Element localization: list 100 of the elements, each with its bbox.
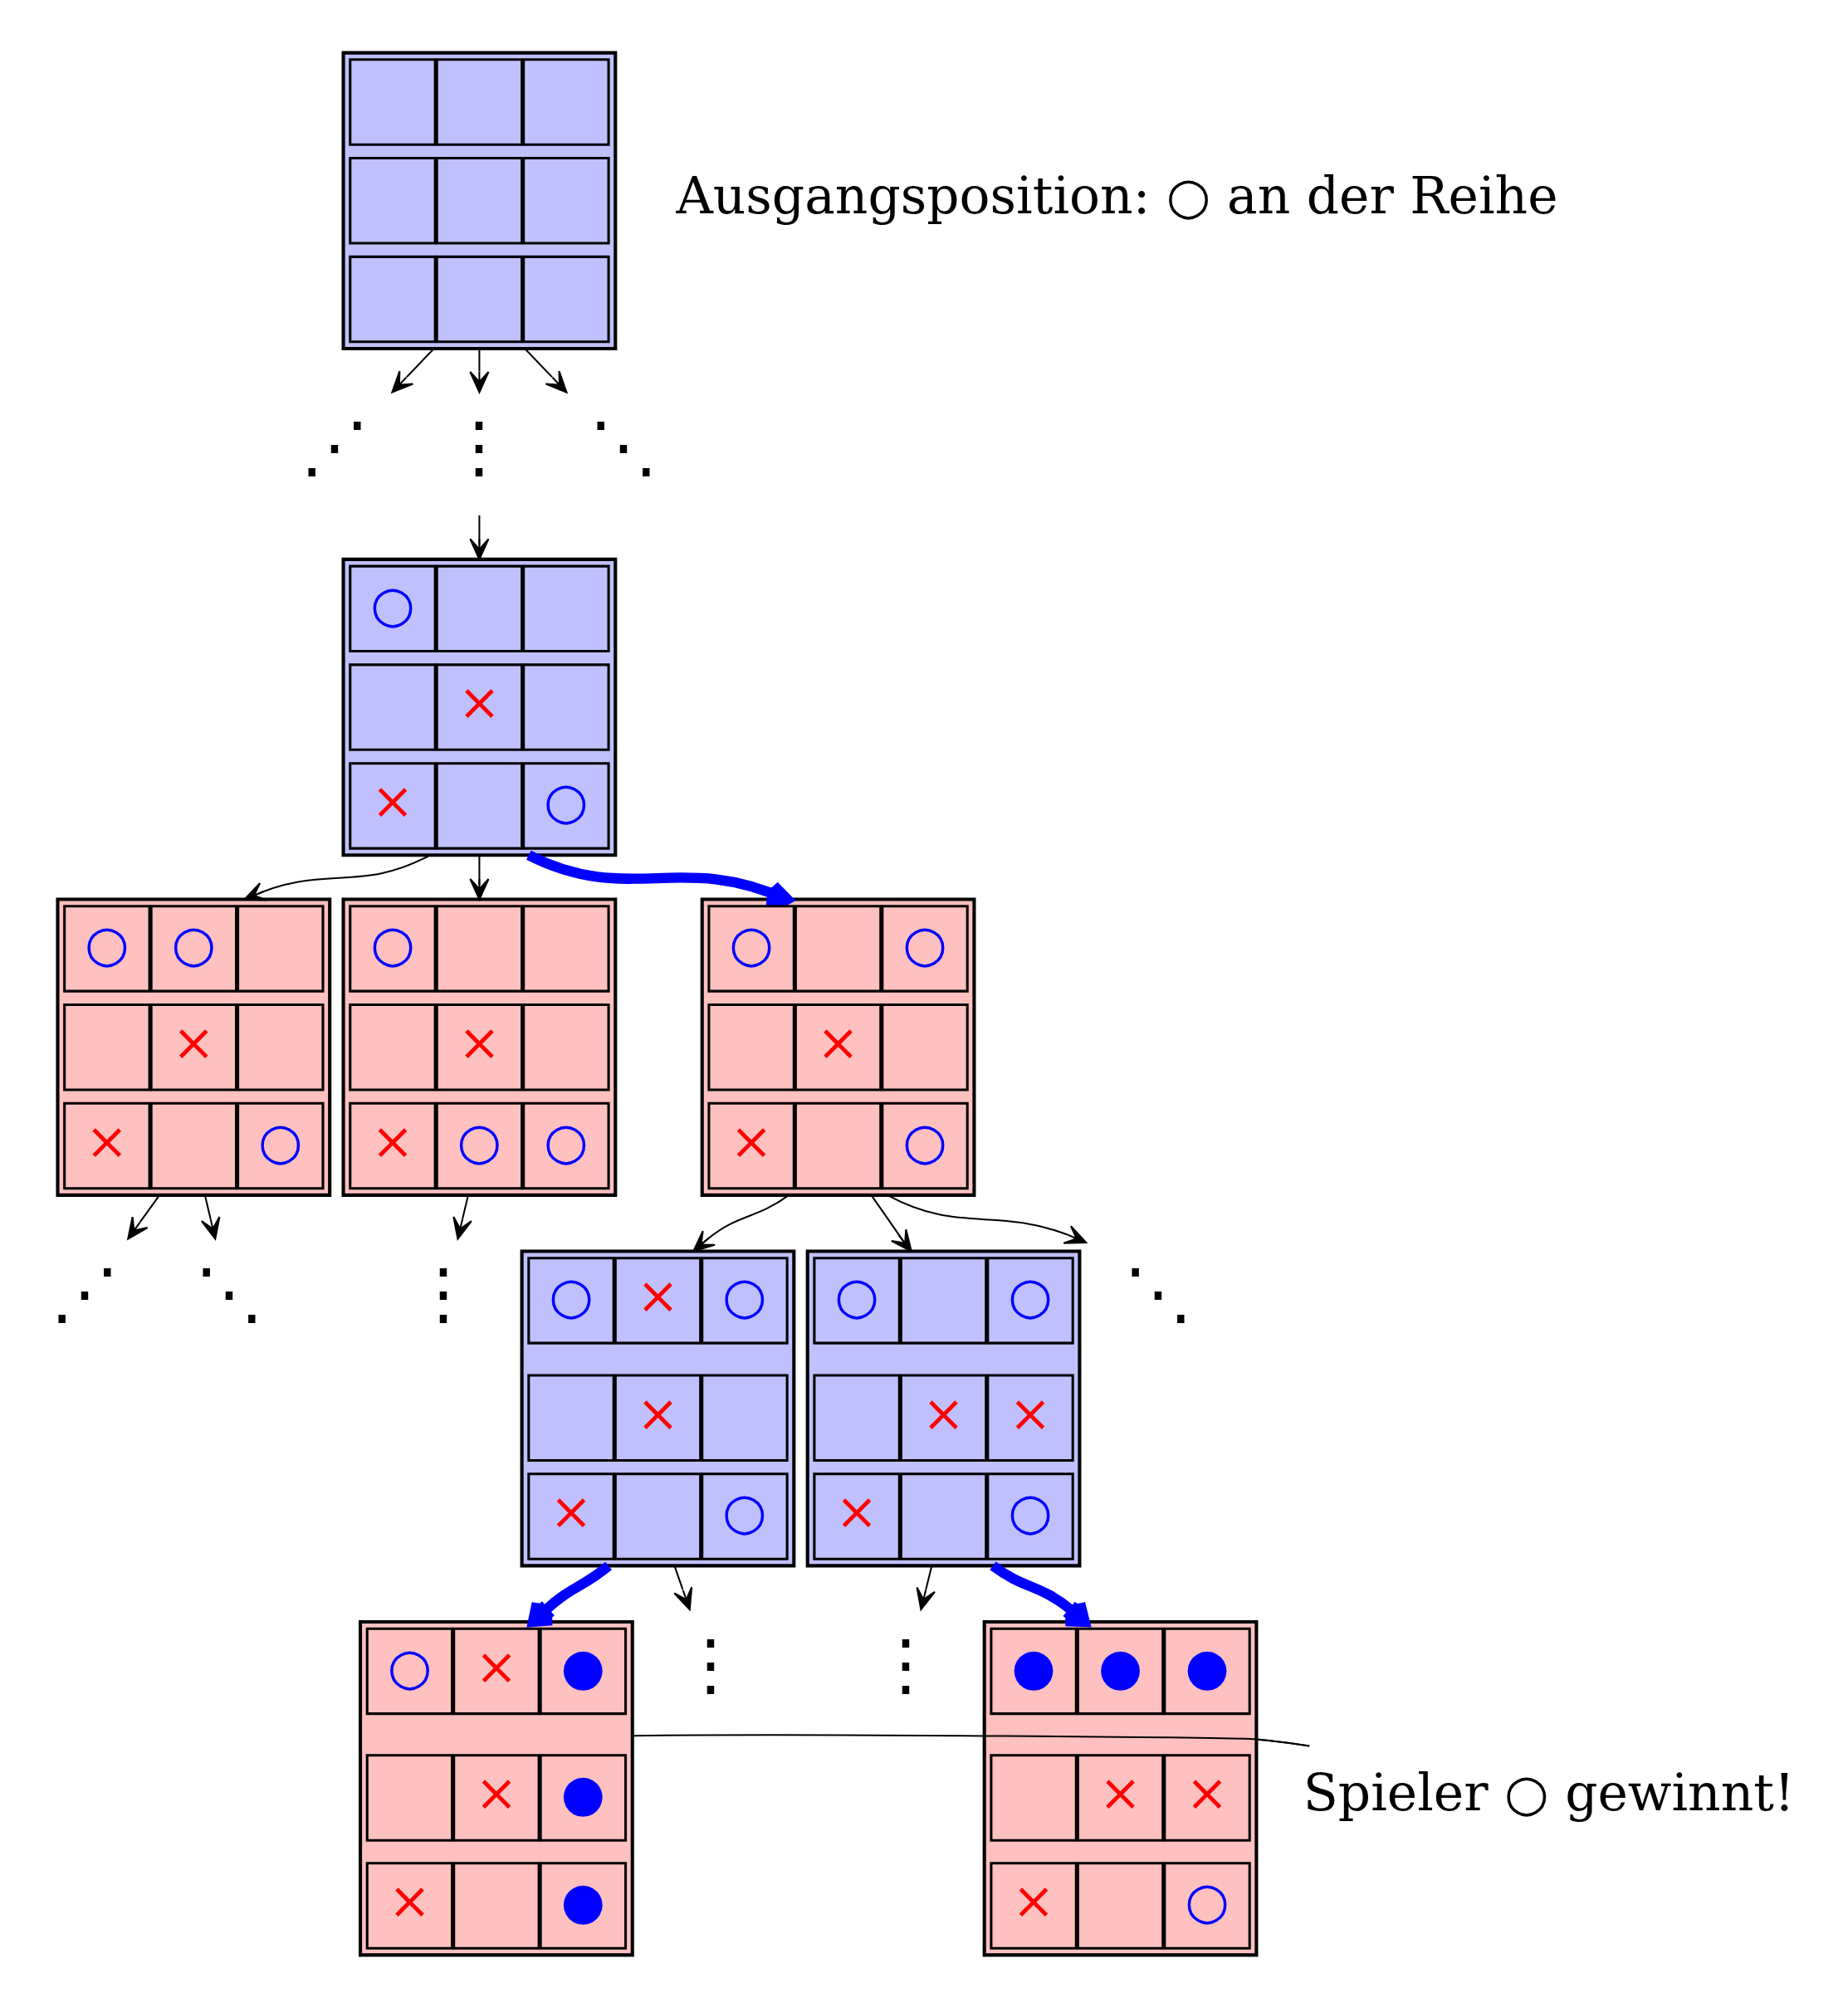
- node-box: ○: [986, 1472, 1074, 1560]
- node-box: ○: [522, 1101, 610, 1189]
- node-text: ⋱: [589, 407, 658, 486]
- node-box: [63, 1003, 151, 1091]
- node-box: ○: [986, 1256, 1074, 1345]
- node-box: ×: [435, 1003, 524, 1091]
- node-box: ●: [990, 1627, 1078, 1715]
- node-box: ×: [813, 1472, 901, 1560]
- connector: [632, 1733, 1310, 1746]
- arrow: [527, 1561, 612, 1627]
- node-box: [522, 255, 610, 343]
- cluster: [805, 1248, 1082, 1567]
- node-box: [881, 1003, 969, 1091]
- cluster: [341, 557, 618, 857]
- node-box: [435, 255, 524, 343]
- node-box: [149, 1101, 238, 1189]
- node-box: ×: [365, 1861, 454, 1950]
- node-box: [435, 564, 524, 652]
- cluster: [359, 1619, 634, 1956]
- node-box: [522, 1003, 610, 1091]
- node-box: ○: [349, 904, 437, 993]
- arrow: [990, 1560, 1090, 1627]
- node-box: ×: [986, 1373, 1074, 1462]
- node-box: [522, 156, 610, 244]
- arrow: [916, 1565, 936, 1610]
- node-box: ×: [63, 1101, 151, 1189]
- node-box: [707, 1003, 795, 1091]
- node-box: [899, 1472, 988, 1560]
- node-text: ⋮: [445, 407, 514, 486]
- arrow: [452, 1194, 472, 1240]
- node-box: ×: [349, 1101, 437, 1189]
- arrow: [673, 1565, 693, 1610]
- node-text: ⋱: [195, 1253, 264, 1333]
- node-text: Spieler ○ gewinnt!: [1303, 1762, 1795, 1822]
- node-text: ⋮: [872, 1624, 941, 1704]
- node-box: [522, 662, 610, 751]
- node-box: [365, 1753, 454, 1842]
- cluster: [56, 897, 332, 1197]
- node-box: ×: [1163, 1753, 1251, 1842]
- node-box: [349, 255, 437, 343]
- node-box: [522, 904, 610, 993]
- node-box: ○: [237, 1101, 325, 1189]
- node-box: ○: [707, 904, 795, 993]
- arrow: [469, 348, 490, 393]
- cluster: [520, 1248, 796, 1567]
- node-box: [349, 57, 437, 146]
- node-box: ○: [881, 1101, 969, 1189]
- node-box: ○: [63, 904, 151, 993]
- node-box: ×: [149, 1003, 238, 1091]
- node-box: ×: [452, 1753, 540, 1842]
- node-box: ○: [349, 564, 437, 652]
- node-box: [349, 1003, 437, 1091]
- node-box: [452, 1861, 540, 1950]
- node-box: [435, 761, 524, 850]
- node-box: ○: [1163, 1861, 1251, 1950]
- node-box: [1076, 1861, 1165, 1950]
- node-box: [522, 564, 610, 652]
- node-box: ○: [365, 1627, 454, 1715]
- connector: [1256, 1737, 1310, 1746]
- node-box: ○: [813, 1256, 901, 1345]
- node-box: ×: [614, 1256, 702, 1345]
- node-box: [237, 904, 325, 993]
- arrow: [200, 1194, 221, 1240]
- node-text: ⋮: [409, 1253, 478, 1333]
- node-box: [990, 1753, 1078, 1842]
- node-text: ⋰: [51, 1253, 120, 1333]
- node-box: [813, 1373, 901, 1462]
- node-box: ○: [149, 904, 238, 993]
- node-box: ○: [701, 1256, 789, 1345]
- node-label: Ausgangsposition: ○ an der Reihe: [676, 165, 1558, 225]
- node-box: ×: [452, 1627, 540, 1715]
- node-box: ×: [990, 1861, 1078, 1950]
- node-box: [701, 1373, 789, 1462]
- node-box: [349, 662, 437, 751]
- node-box: [899, 1256, 988, 1345]
- node-box: [522, 57, 610, 146]
- node-box: ●: [539, 1861, 628, 1950]
- node-box: ×: [527, 1472, 615, 1560]
- node-box: [435, 156, 524, 244]
- node-box: ●: [539, 1753, 628, 1842]
- node-box: ×: [1076, 1753, 1165, 1842]
- node-box: ●: [539, 1627, 628, 1715]
- cluster: [700, 897, 976, 1197]
- node-text: ⋮: [676, 1624, 745, 1704]
- node-text: ⋱: [1123, 1253, 1192, 1333]
- node-box: ●: [1076, 1627, 1165, 1715]
- node-box: [527, 1373, 615, 1462]
- cluster: [982, 1619, 1259, 1956]
- node-box: [349, 156, 437, 244]
- node-box: ○: [527, 1256, 615, 1345]
- node-box: ○: [435, 1101, 524, 1189]
- node-box: [435, 904, 524, 993]
- node-box: ×: [794, 1003, 882, 1091]
- node-box: ○: [701, 1472, 789, 1560]
- cluster: [341, 897, 618, 1197]
- node-box: [794, 904, 882, 993]
- node-box: ●: [1163, 1627, 1251, 1715]
- node-box: ×: [899, 1373, 988, 1462]
- node-box: ×: [435, 662, 524, 751]
- node-box: ○: [522, 761, 610, 850]
